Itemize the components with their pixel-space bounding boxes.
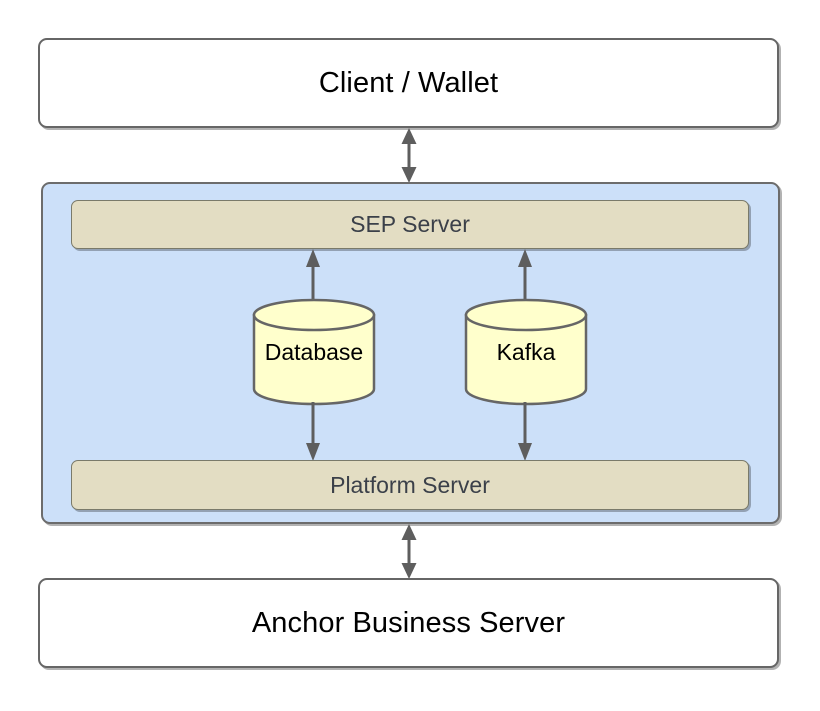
node-platform-server[interactable]: Platform Server <box>71 460 749 510</box>
node-database[interactable]: Database <box>252 298 376 406</box>
node-anchor-business-server-label: Anchor Business Server <box>251 606 566 639</box>
node-sep-server[interactable]: SEP Server <box>71 200 749 249</box>
node-client-wallet[interactable]: Client / Wallet <box>38 38 779 128</box>
node-anchor-business-server[interactable]: Anchor Business Server <box>38 578 779 668</box>
node-client-wallet-label: Client / Wallet <box>318 66 499 99</box>
edge-platform-server-to-anchor-business-server <box>397 524 421 579</box>
node-platform-server-label: Platform Server <box>330 471 490 498</box>
edge-kafka-to-sep-server <box>514 249 536 305</box>
edge-database-to-sep-server <box>302 249 324 305</box>
edge-database-to-platform-server <box>302 402 324 461</box>
node-kafka[interactable]: Kafka <box>464 298 588 406</box>
edge-client-wallet-to-sep-server <box>397 128 421 183</box>
edge-kafka-to-platform-server <box>514 402 536 461</box>
node-sep-server-label: SEP Server <box>350 211 470 237</box>
